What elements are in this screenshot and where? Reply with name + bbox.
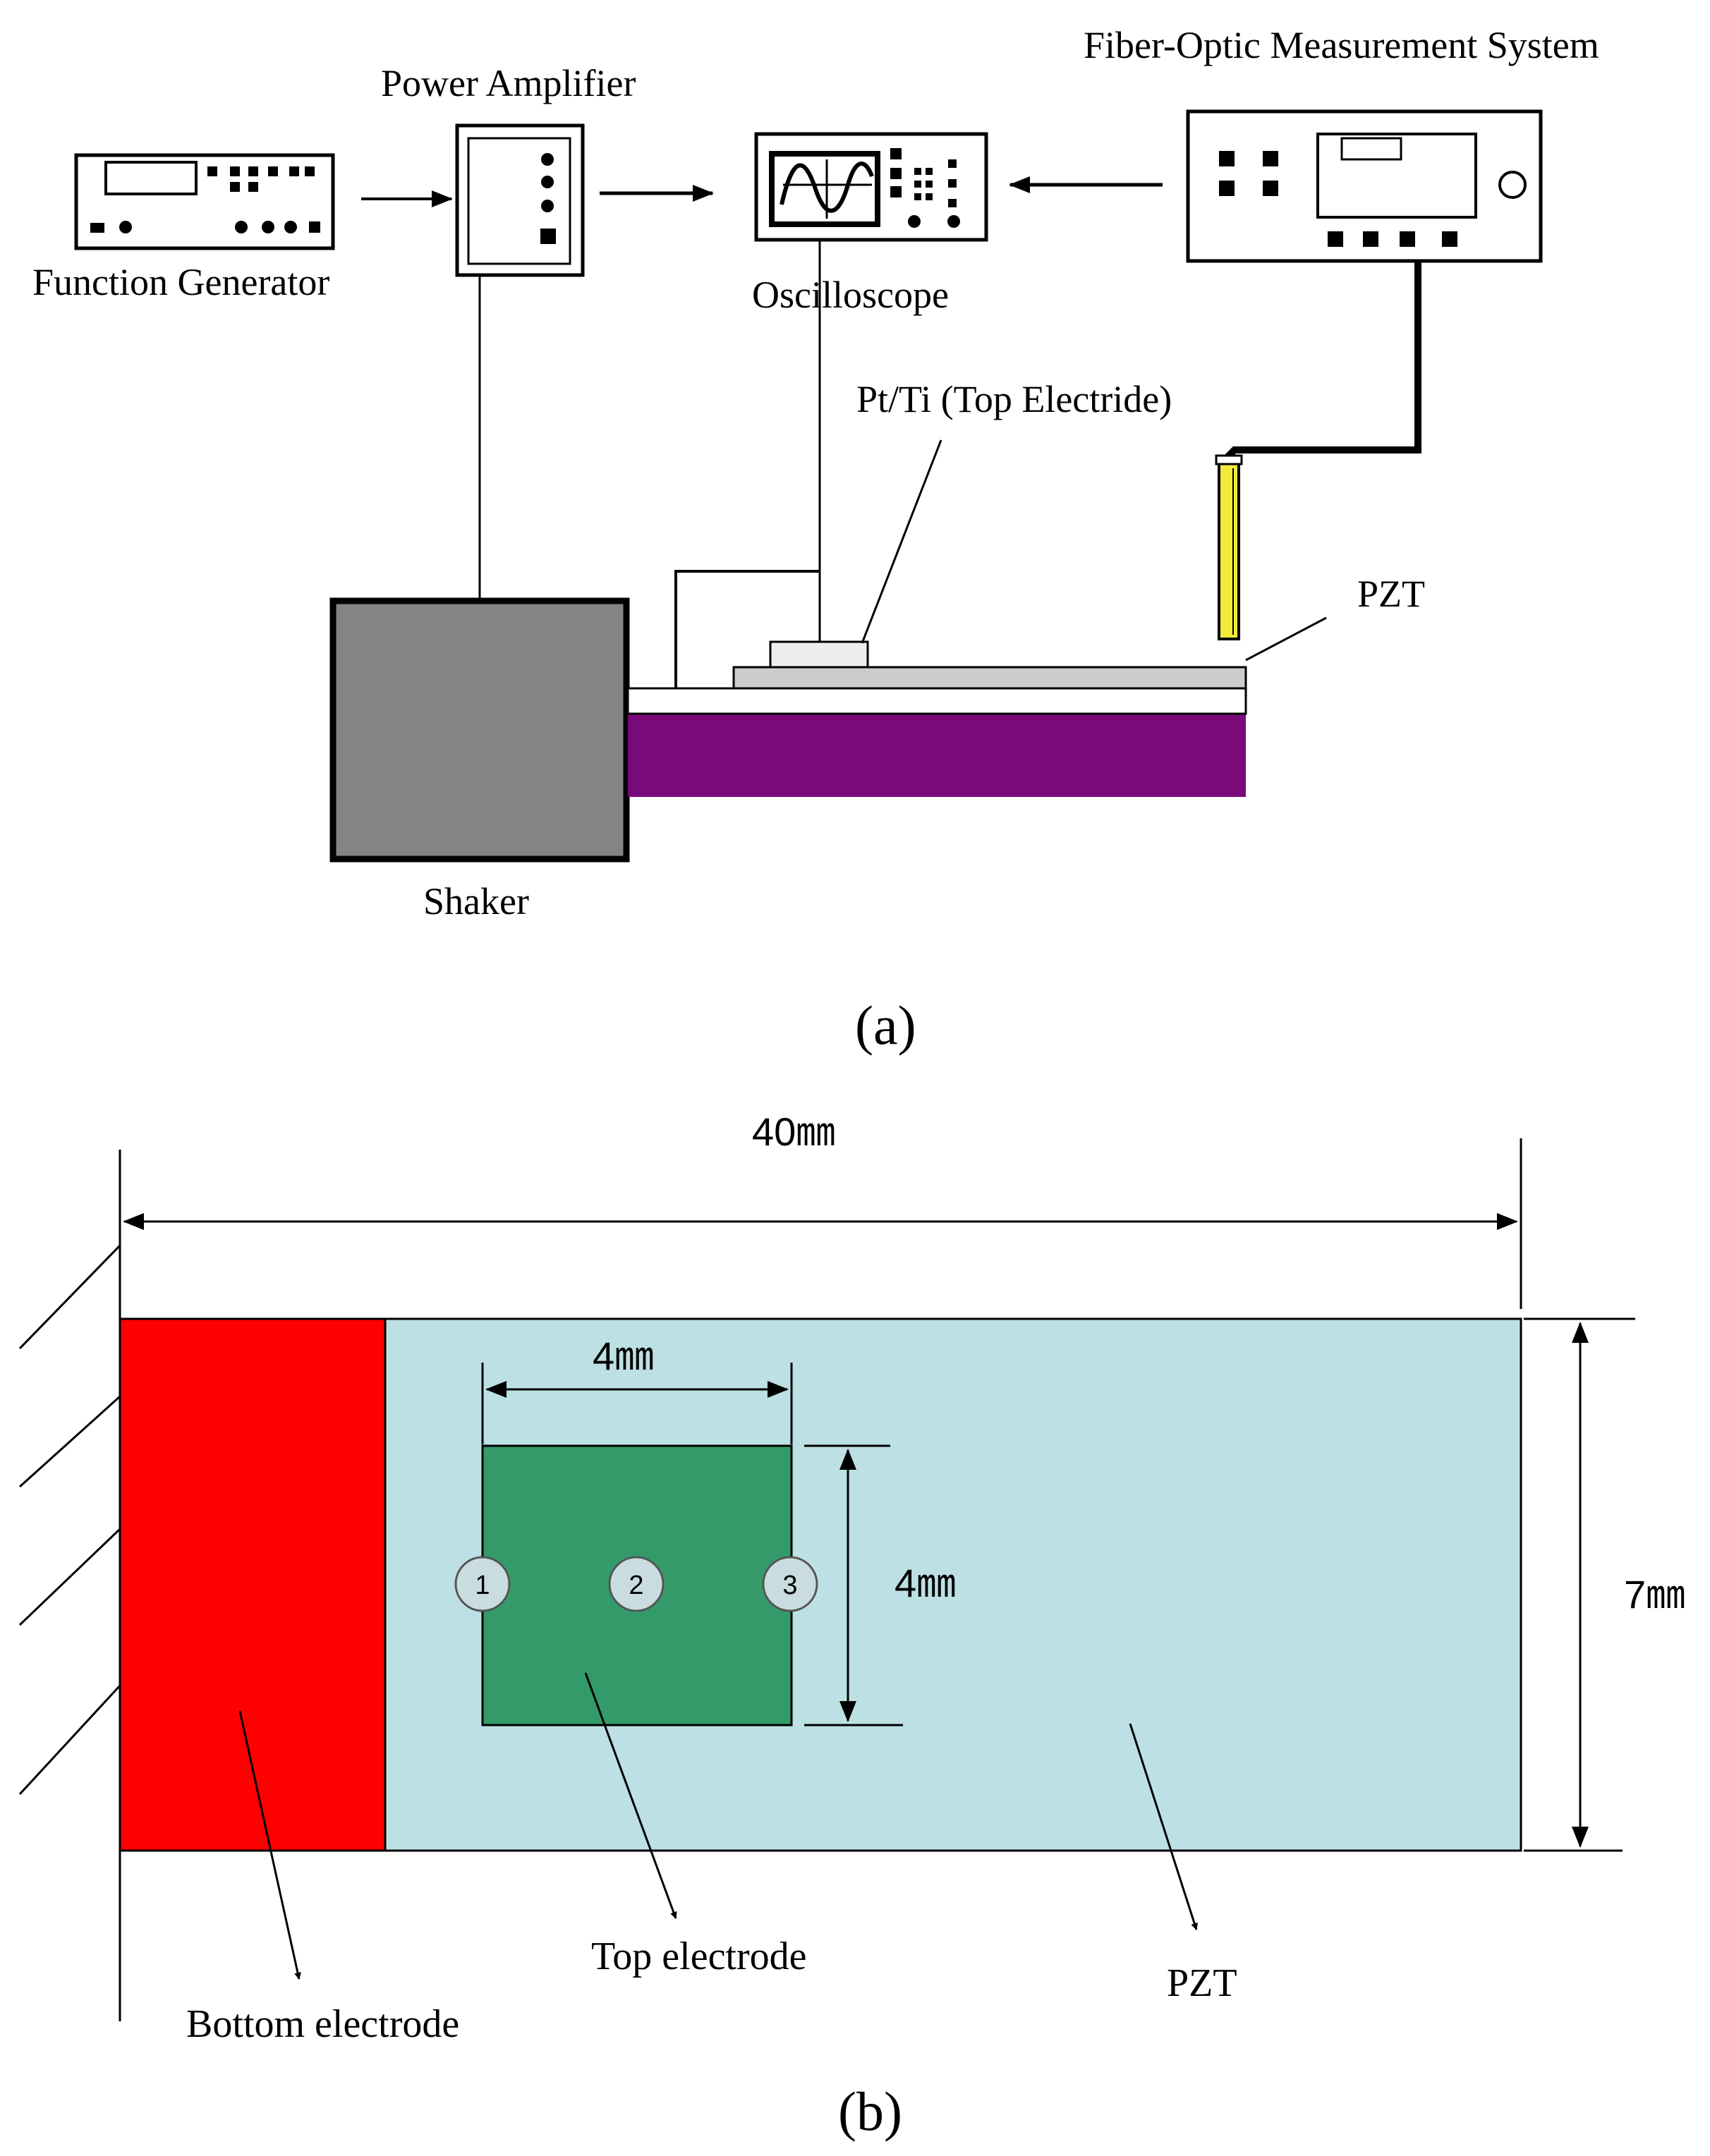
width-dimension-label: 7㎜: [1624, 1572, 1685, 1616]
panel-b: 40㎜ 7㎜ 4㎜ 4㎜ 1 2 3 Botto: [18, 1109, 1685, 2142]
shaker-label: Shaker: [423, 880, 529, 922]
top-electrode-label-a: Pt/Ti (Top Electride): [856, 378, 1172, 420]
top-electrode-layer: [769, 640, 869, 669]
measurement-point-2: 2: [608, 1556, 665, 1612]
fiber-optic-system-label: Fiber-Optic Measurement System: [1084, 24, 1599, 66]
electrode-height-label: 4㎜: [895, 1561, 956, 1605]
fiber-cable: [1225, 262, 1421, 460]
power-amplifier-label: Power Amplifier: [381, 62, 636, 104]
bottom-electrode-region: [119, 1317, 387, 1852]
pzt-leader: [1129, 1723, 1199, 1930]
ground-wire: [674, 570, 820, 688]
point-label: 2: [629, 1571, 643, 1600]
bottom-electrode-layer: [626, 687, 1247, 715]
oscilloscope-icon: [754, 132, 988, 242]
bottom-electrode-label: Bottom electrode: [186, 2002, 459, 2046]
panel-b-caption: (b): [838, 2081, 902, 2142]
length-dimension-label: 40㎜: [752, 1109, 835, 1154]
panel-a: Function Generator Power Amplifier: [32, 24, 1599, 1056]
function-generator-label: Function Generator: [32, 261, 329, 303]
point-label: 1: [475, 1571, 490, 1600]
bottom-electrode-leader: [238, 1710, 301, 1980]
top-electrode-leader: [584, 1672, 677, 1919]
oscilloscope-label: Oscilloscope: [752, 274, 949, 316]
top-electrode-leader: [861, 439, 942, 644]
fiber-optic-system-icon: [1186, 109, 1543, 263]
measurement-point-1: 1: [454, 1556, 511, 1612]
clamp-hatch: [18, 1244, 121, 1796]
shaker-icon: [329, 597, 630, 863]
top-electrode-region: [481, 1444, 793, 1726]
pzt-leader: [1245, 616, 1327, 662]
point-label: 3: [782, 1571, 797, 1600]
pzt-layer: [732, 666, 1247, 690]
substrate-beam: [628, 714, 1246, 797]
pzt-label-a: PZT: [1357, 573, 1425, 615]
electrode-width-label: 4㎜: [593, 1334, 654, 1378]
pzt-label-b: PZT: [1167, 1961, 1237, 2005]
panel-a-caption: (a): [855, 994, 916, 1056]
measurement-point-3: 3: [762, 1556, 818, 1612]
function-generator-icon: [74, 153, 335, 250]
top-electrode-label-b: Top electrode: [591, 1935, 806, 1978]
power-amplifier-icon: [455, 123, 585, 277]
fiber-probe-icon: [1215, 454, 1243, 640]
